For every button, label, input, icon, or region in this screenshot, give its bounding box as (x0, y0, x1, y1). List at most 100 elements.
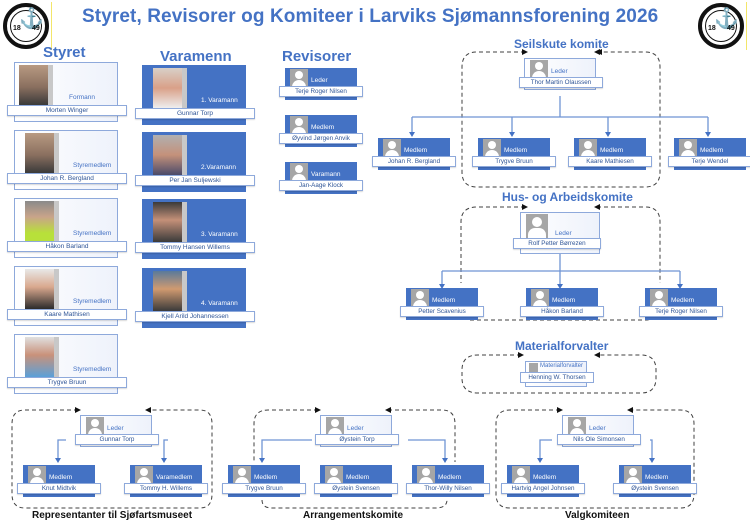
member-photo (19, 65, 53, 105)
member-role: Medlem (404, 147, 428, 154)
arrangement-dashed-frame (253, 409, 318, 462)
member-photo (153, 271, 187, 311)
anchor-icon: ⚓ (19, 8, 44, 30)
arrangement-member-card: Medlem Øystein Svensen (314, 465, 398, 497)
valg-member-card: Medlem Hartvig Angel Johnsen (501, 465, 585, 497)
member-name: Øystein Svensen (314, 483, 398, 494)
member-photo (25, 133, 59, 173)
member-photo (153, 68, 187, 108)
member-name: Johan R. Bergland (372, 156, 456, 167)
member-name: Hartvig Angel Johnsen (501, 483, 585, 494)
member-role: 3. Varamann (201, 231, 238, 238)
seilskute-heading: Seilskute komite (514, 37, 609, 51)
material-heading: Materialforvalter (515, 339, 609, 353)
member-photo (153, 202, 187, 242)
logo-ring (705, 10, 737, 42)
materialforvalter-card: Materialforvalter Henning W. Thorsen (520, 361, 594, 387)
member-role: Medlem (600, 147, 624, 154)
hus-leader-card: Leder Rolf Petter Børrezen (513, 212, 601, 254)
person-placeholder-icon (529, 363, 538, 372)
member-role: Medlem (504, 147, 528, 154)
member-name: Øyvind Jørgen Anvik (279, 133, 363, 144)
person-placeholder-icon (290, 163, 308, 180)
person-placeholder-icon (483, 139, 501, 156)
member-name: Trygve Bruun (222, 483, 306, 494)
member-name: Håkon Barland (7, 241, 127, 252)
person-placeholder-icon (526, 214, 548, 238)
styret-card: Styremedlem Trygve Bruun (7, 334, 127, 394)
person-placeholder-icon (290, 116, 308, 133)
person-placeholder-icon (28, 466, 46, 483)
styret-card: Formann Morten Winger (7, 62, 127, 122)
person-placeholder-icon (624, 466, 642, 483)
member-name: Rolf Petter Børrezen (513, 238, 601, 249)
person-placeholder-icon (568, 417, 586, 434)
member-photo (25, 269, 59, 309)
person-placeholder-icon (579, 139, 597, 156)
person-placeholder-icon (325, 466, 343, 483)
valg-leader-card: Leder Nils Ole Simonsen (557, 415, 641, 447)
revisor-card: Leder Terje Roger Nilsen (279, 68, 363, 100)
person-placeholder-icon (290, 69, 308, 86)
member-role: Leder (555, 230, 572, 237)
member-name: Thor Martin Olaussen (519, 77, 603, 88)
member-role: Leder (347, 425, 364, 432)
arrangement-leader-card: Leder Øystein Torp (315, 415, 399, 447)
varamann-card: 2.Varamann Per Jan Suljewski (135, 132, 255, 192)
member-name: Øystein Svensen (613, 483, 697, 494)
valg-member-card: Medlem Øystein Svensen (613, 465, 697, 497)
person-placeholder-icon (86, 417, 104, 434)
member-photo (153, 135, 187, 175)
hus-heading: Hus- og Arbeidskomite (502, 190, 633, 204)
member-name: Petter Scavenius (400, 306, 484, 317)
member-name: Terje Roger Nilsen (639, 306, 723, 317)
page-title: Styret, Revisorer og Komiteer i Larviks … (82, 6, 659, 27)
styret-card: Styremedlem Kaare Mathisen (7, 266, 127, 326)
member-role: Medlem (533, 474, 557, 481)
varamann-card: 3. Varamann Tommy Hansen Willems (135, 199, 255, 259)
member-name: Gunnar Torp (75, 434, 159, 445)
member-role: Leder (551, 68, 568, 75)
member-role: Styremedlem (73, 298, 112, 305)
member-role: Styremedlem (73, 366, 112, 373)
member-role: Materialforvalter (540, 363, 584, 369)
member-role: Leder (311, 77, 328, 84)
member-name: Gunnar Torp (135, 108, 255, 119)
member-role: Medlem (49, 474, 73, 481)
member-name: Håkon Barland (520, 306, 604, 317)
logo-year-left: 18 (708, 25, 716, 32)
member-name: Kaare Mathiesen (568, 156, 652, 167)
member-photo (25, 337, 59, 377)
member-role: Medlem (552, 297, 576, 304)
person-placeholder-icon (531, 289, 549, 306)
seilskute-member-card: Medlem Terje Wendel (668, 138, 750, 170)
member-name: Trygve Bruun (472, 156, 556, 167)
member-role: Medlem (700, 147, 724, 154)
logo-divider (51, 2, 52, 50)
member-name: Per Jan Suljewski (135, 175, 255, 186)
member-name: Øystein Torp (315, 434, 399, 445)
hus-member-card: Medlem Terje Roger Nilsen (639, 288, 723, 320)
member-name: Tommy H. Willems (124, 483, 208, 494)
sjofart-heading: Representanter til Sjøfartsmuseet (32, 510, 193, 521)
varamann-card: 4. Varamann Kjell Arild Johannessen (135, 268, 255, 328)
member-role: 4. Varamann (201, 300, 238, 307)
member-name: Jan-Aage Klock (279, 180, 363, 191)
arrangement-heading: Arrangementskomite (303, 510, 404, 521)
styret-card: Styremedlem Håkon Barland (7, 198, 127, 258)
member-name: Terje Roger Nilsen (279, 86, 363, 97)
logo-ring (10, 10, 42, 42)
seilskute-member-card: Medlem Trygve Bruun (472, 138, 556, 170)
member-name: Trygve Bruun (7, 377, 127, 388)
member-role: Styremedlem (73, 230, 112, 237)
person-placeholder-icon (135, 466, 153, 483)
sjofart-member-card: Medlem Knut Midtvik (17, 465, 101, 497)
anchor-icon: ⚓ (714, 8, 739, 30)
member-name: Kjell Arild Johannessen (135, 311, 255, 322)
logo-divider (746, 2, 747, 50)
logo-left: ⚓ 18 49 (3, 3, 49, 49)
member-role: Medlem (438, 474, 462, 481)
person-placeholder-icon (679, 139, 697, 156)
logo-right: ⚓ 18 49 (698, 3, 744, 49)
varamann-card: 1. Varamann Gunnar Torp (135, 65, 255, 125)
